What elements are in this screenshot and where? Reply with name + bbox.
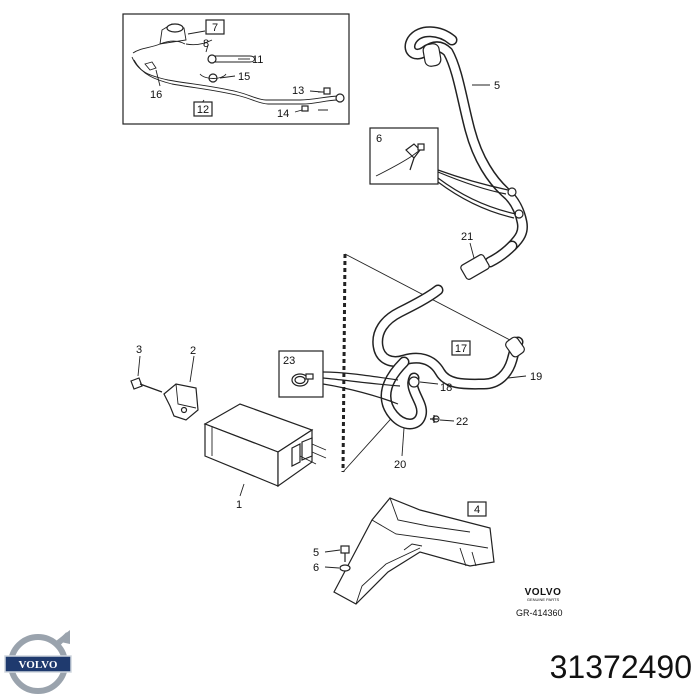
bracket-2: 2 bbox=[163, 345, 199, 421]
callout-24: 22 bbox=[456, 416, 468, 428]
canister-1: 1 bbox=[203, 403, 327, 511]
callout-box-11 bbox=[205, 19, 225, 35]
callout-23: 21 bbox=[461, 231, 473, 243]
callout-18: 16 bbox=[150, 89, 162, 101]
callout-4: 4 bbox=[474, 504, 480, 516]
brand-name: VOLVO bbox=[525, 587, 562, 598]
callout-box-14 bbox=[193, 101, 213, 117]
callout-2: 2 bbox=[190, 345, 196, 357]
callout-19: 17 bbox=[455, 343, 467, 355]
callout-1: 1 bbox=[236, 499, 242, 511]
callout-8: 6 bbox=[376, 133, 382, 145]
callout-box-19 bbox=[451, 340, 471, 356]
inset-8-frame bbox=[369, 127, 439, 185]
callout-box-4 bbox=[467, 501, 487, 517]
bracket-4: 4 bbox=[333, 497, 495, 605]
separator-dashed bbox=[341, 253, 347, 473]
callout-22: 20 bbox=[394, 459, 406, 471]
callout-11: 7 bbox=[212, 22, 218, 34]
callout-16: 14 bbox=[277, 108, 289, 120]
hose-23: 21 bbox=[460, 231, 518, 280]
callout-15: 13 bbox=[292, 85, 304, 97]
part-number: 31372490 bbox=[550, 649, 692, 685]
inset-frame bbox=[122, 13, 350, 125]
inset-8: 6 bbox=[369, 127, 517, 219]
fasteners-5-6: 5 5 6 bbox=[313, 545, 351, 574]
callout-3: 3 bbox=[136, 344, 142, 356]
drawing-code: GR-414360 bbox=[516, 608, 563, 618]
bolt-3: 3 bbox=[130, 344, 163, 393]
hose-assembly-19-22: 18 19 20 22 17 bbox=[372, 284, 542, 471]
logo-text: VOLVO bbox=[19, 659, 58, 671]
callout-7: 5 bbox=[494, 80, 500, 92]
callout-12: 8 bbox=[203, 38, 209, 50]
inset-25: 23 bbox=[278, 350, 401, 405]
hose-7: 5 bbox=[404, 26, 528, 252]
callout-5-label: 5 bbox=[313, 547, 319, 559]
brand-stamp: VOLVO GENUINE PARTS GR-414360 bbox=[516, 587, 563, 618]
callout-20: 18 bbox=[440, 382, 452, 394]
callout-21: 19 bbox=[530, 371, 542, 383]
callout-25: 23 bbox=[283, 355, 295, 367]
callout-13: 11 bbox=[252, 54, 263, 66]
callout-17: 15 bbox=[238, 71, 250, 83]
callout-14: 12 bbox=[197, 104, 209, 116]
volvo-logo-icon: VOLVO bbox=[4, 630, 72, 694]
brand-tagline: GENUINE PARTS bbox=[527, 597, 560, 602]
inset-panel: 7 8 11 15 16 12 13 14 bbox=[122, 13, 350, 125]
callout-6: 6 bbox=[313, 562, 319, 574]
